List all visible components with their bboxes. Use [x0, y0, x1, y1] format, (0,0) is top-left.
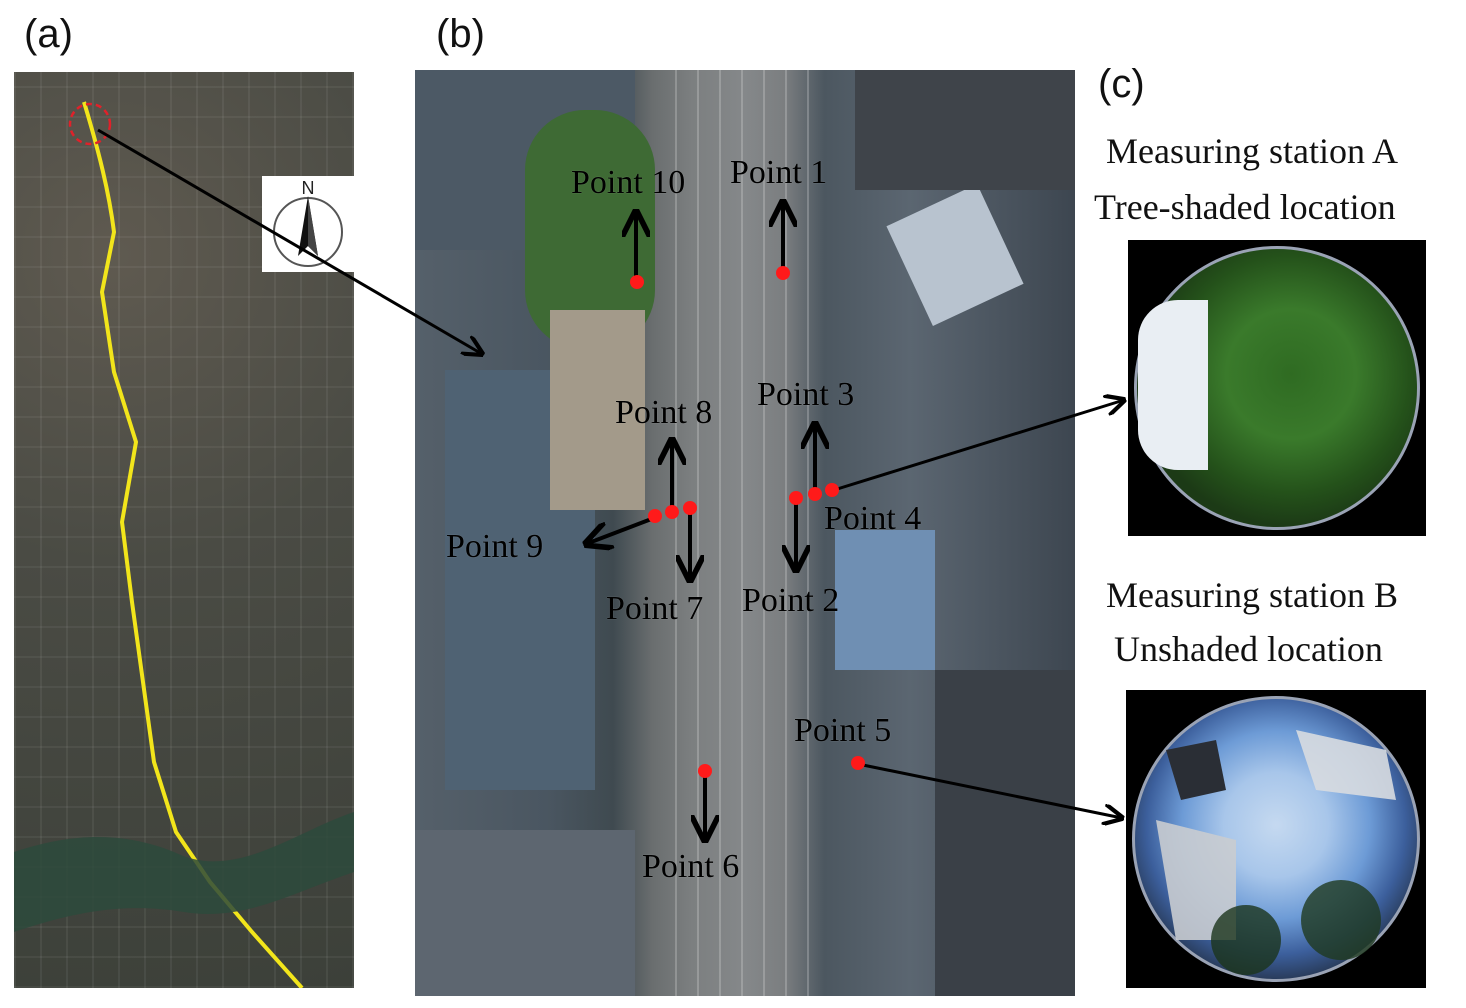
point-4-label: Point 4 — [824, 500, 922, 537]
panel-label-c: (c) — [1098, 62, 1145, 106]
point-5-marker[interactable] — [851, 756, 865, 770]
route-overlay — [14, 101, 354, 988]
point-2-label: Point 2 — [742, 582, 840, 619]
compass-rose: N — [262, 176, 354, 272]
parking-area — [855, 70, 1075, 190]
station-a-title: Measuring station A — [1106, 131, 1398, 171]
study-area-highlight-circle — [68, 102, 112, 146]
zoom-connector-arrow — [97, 128, 482, 354]
point-7-label: Point 7 — [606, 590, 704, 627]
compass-north-label: N — [301, 178, 315, 198]
point-9-direction-arrow — [586, 516, 655, 544]
station-b-title: Measuring station B — [1106, 575, 1398, 615]
point-1-marker[interactable] — [776, 266, 790, 280]
building-silhouettes — [1156, 730, 1396, 975]
point-9-marker[interactable] — [648, 509, 662, 523]
point-1-label: Point 1 — [730, 154, 828, 191]
station-b-connector-arrow — [857, 762, 1122, 818]
point-7-marker[interactable] — [683, 501, 697, 515]
station-b-subtitle: Unshaded location — [1114, 629, 1383, 669]
point-8-marker[interactable] — [665, 505, 679, 519]
point-10-marker[interactable] — [630, 275, 644, 289]
point-3-label: Point 3 — [757, 376, 855, 413]
point-3-marker[interactable] — [808, 487, 822, 501]
detail-satellite-map[interactable] — [415, 70, 1075, 996]
point-10-label: Point 10 — [571, 164, 686, 201]
river-shape — [14, 812, 354, 932]
building-block — [415, 830, 635, 996]
point-9-label: Point 9 — [446, 528, 544, 565]
station-a-fisheye-photo — [1128, 240, 1426, 536]
building-block — [935, 670, 1075, 996]
panel-label-a: (a) — [24, 12, 73, 56]
station-b-fisheye-photo — [1126, 690, 1426, 988]
point-6-label: Point 6 — [642, 848, 740, 885]
point-4-marker[interactable] — [825, 483, 839, 497]
sky-gap — [1138, 300, 1208, 470]
study-route-line — [82, 101, 304, 988]
point-5-label: Point 5 — [794, 712, 892, 749]
construction-site — [550, 310, 645, 510]
point-6-marker[interactable] — [698, 764, 712, 778]
building-roof — [835, 530, 935, 670]
station-a-subtitle: Tree-shaded location — [1094, 187, 1396, 227]
station-a-connector-arrow — [833, 400, 1124, 492]
point-2-marker[interactable] — [789, 491, 803, 505]
panel-label-b: (b) — [436, 12, 485, 56]
overview-satellite-map[interactable]: N — [14, 72, 354, 988]
point-8-label: Point 8 — [615, 394, 713, 431]
